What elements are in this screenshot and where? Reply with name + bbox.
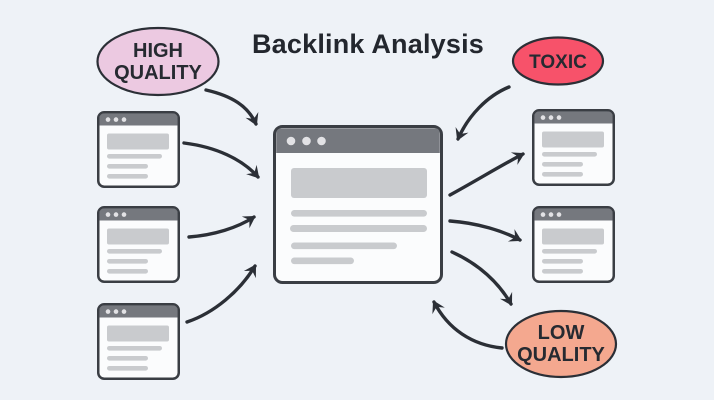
arrow-toxic-to-main <box>455 85 511 141</box>
diagram-title: Backlink Analysis <box>252 29 484 59</box>
site-window-right-2 <box>532 206 615 283</box>
low-quality-ellipse <box>504 309 618 379</box>
arrow-main-to-low-quality <box>450 250 513 306</box>
text-line-placeholder <box>290 225 427 232</box>
low-quality-label-line2: QUALITY <box>517 344 605 366</box>
toxic-ellipse <box>511 36 605 86</box>
text-line-placeholder <box>291 242 397 250</box>
low-quality-label-line1: LOW <box>538 322 585 344</box>
arrow-left2-to-main <box>187 215 256 239</box>
text-line-placeholder <box>291 210 427 217</box>
site-window-left-2 <box>97 206 180 283</box>
high-quality-node: HIGH QUALITY <box>96 26 220 97</box>
arrow-left1-to-main <box>182 141 260 179</box>
low-quality-node: LOW QUALITY <box>504 309 618 379</box>
text-line-placeholder <box>291 257 354 265</box>
content-block-placeholder <box>291 168 427 198</box>
window-titlebar <box>276 128 440 153</box>
toxic-label: TOXIC <box>529 52 587 73</box>
window-dots-icon <box>317 136 326 146</box>
arrow-low-quality-to-main <box>432 300 504 350</box>
main-site-window <box>273 125 443 284</box>
arrow-main-to-right1 <box>448 152 525 197</box>
toxic-node: TOXIC <box>511 36 605 86</box>
high-quality-ellipse <box>96 26 220 97</box>
arrow-high-quality-to-main <box>204 88 259 126</box>
high-quality-label-line1: HIGH <box>133 40 183 62</box>
window-dots-icon <box>302 136 311 146</box>
window-dots-icon <box>286 136 296 146</box>
site-window-right-1 <box>532 109 615 186</box>
site-window-left-1 <box>97 111 180 188</box>
high-quality-label-line2: QUALITY <box>114 62 202 84</box>
site-window-left-3 <box>97 303 180 380</box>
arrow-main-to-right2 <box>448 219 522 242</box>
arrow-left3-to-main <box>185 264 257 324</box>
